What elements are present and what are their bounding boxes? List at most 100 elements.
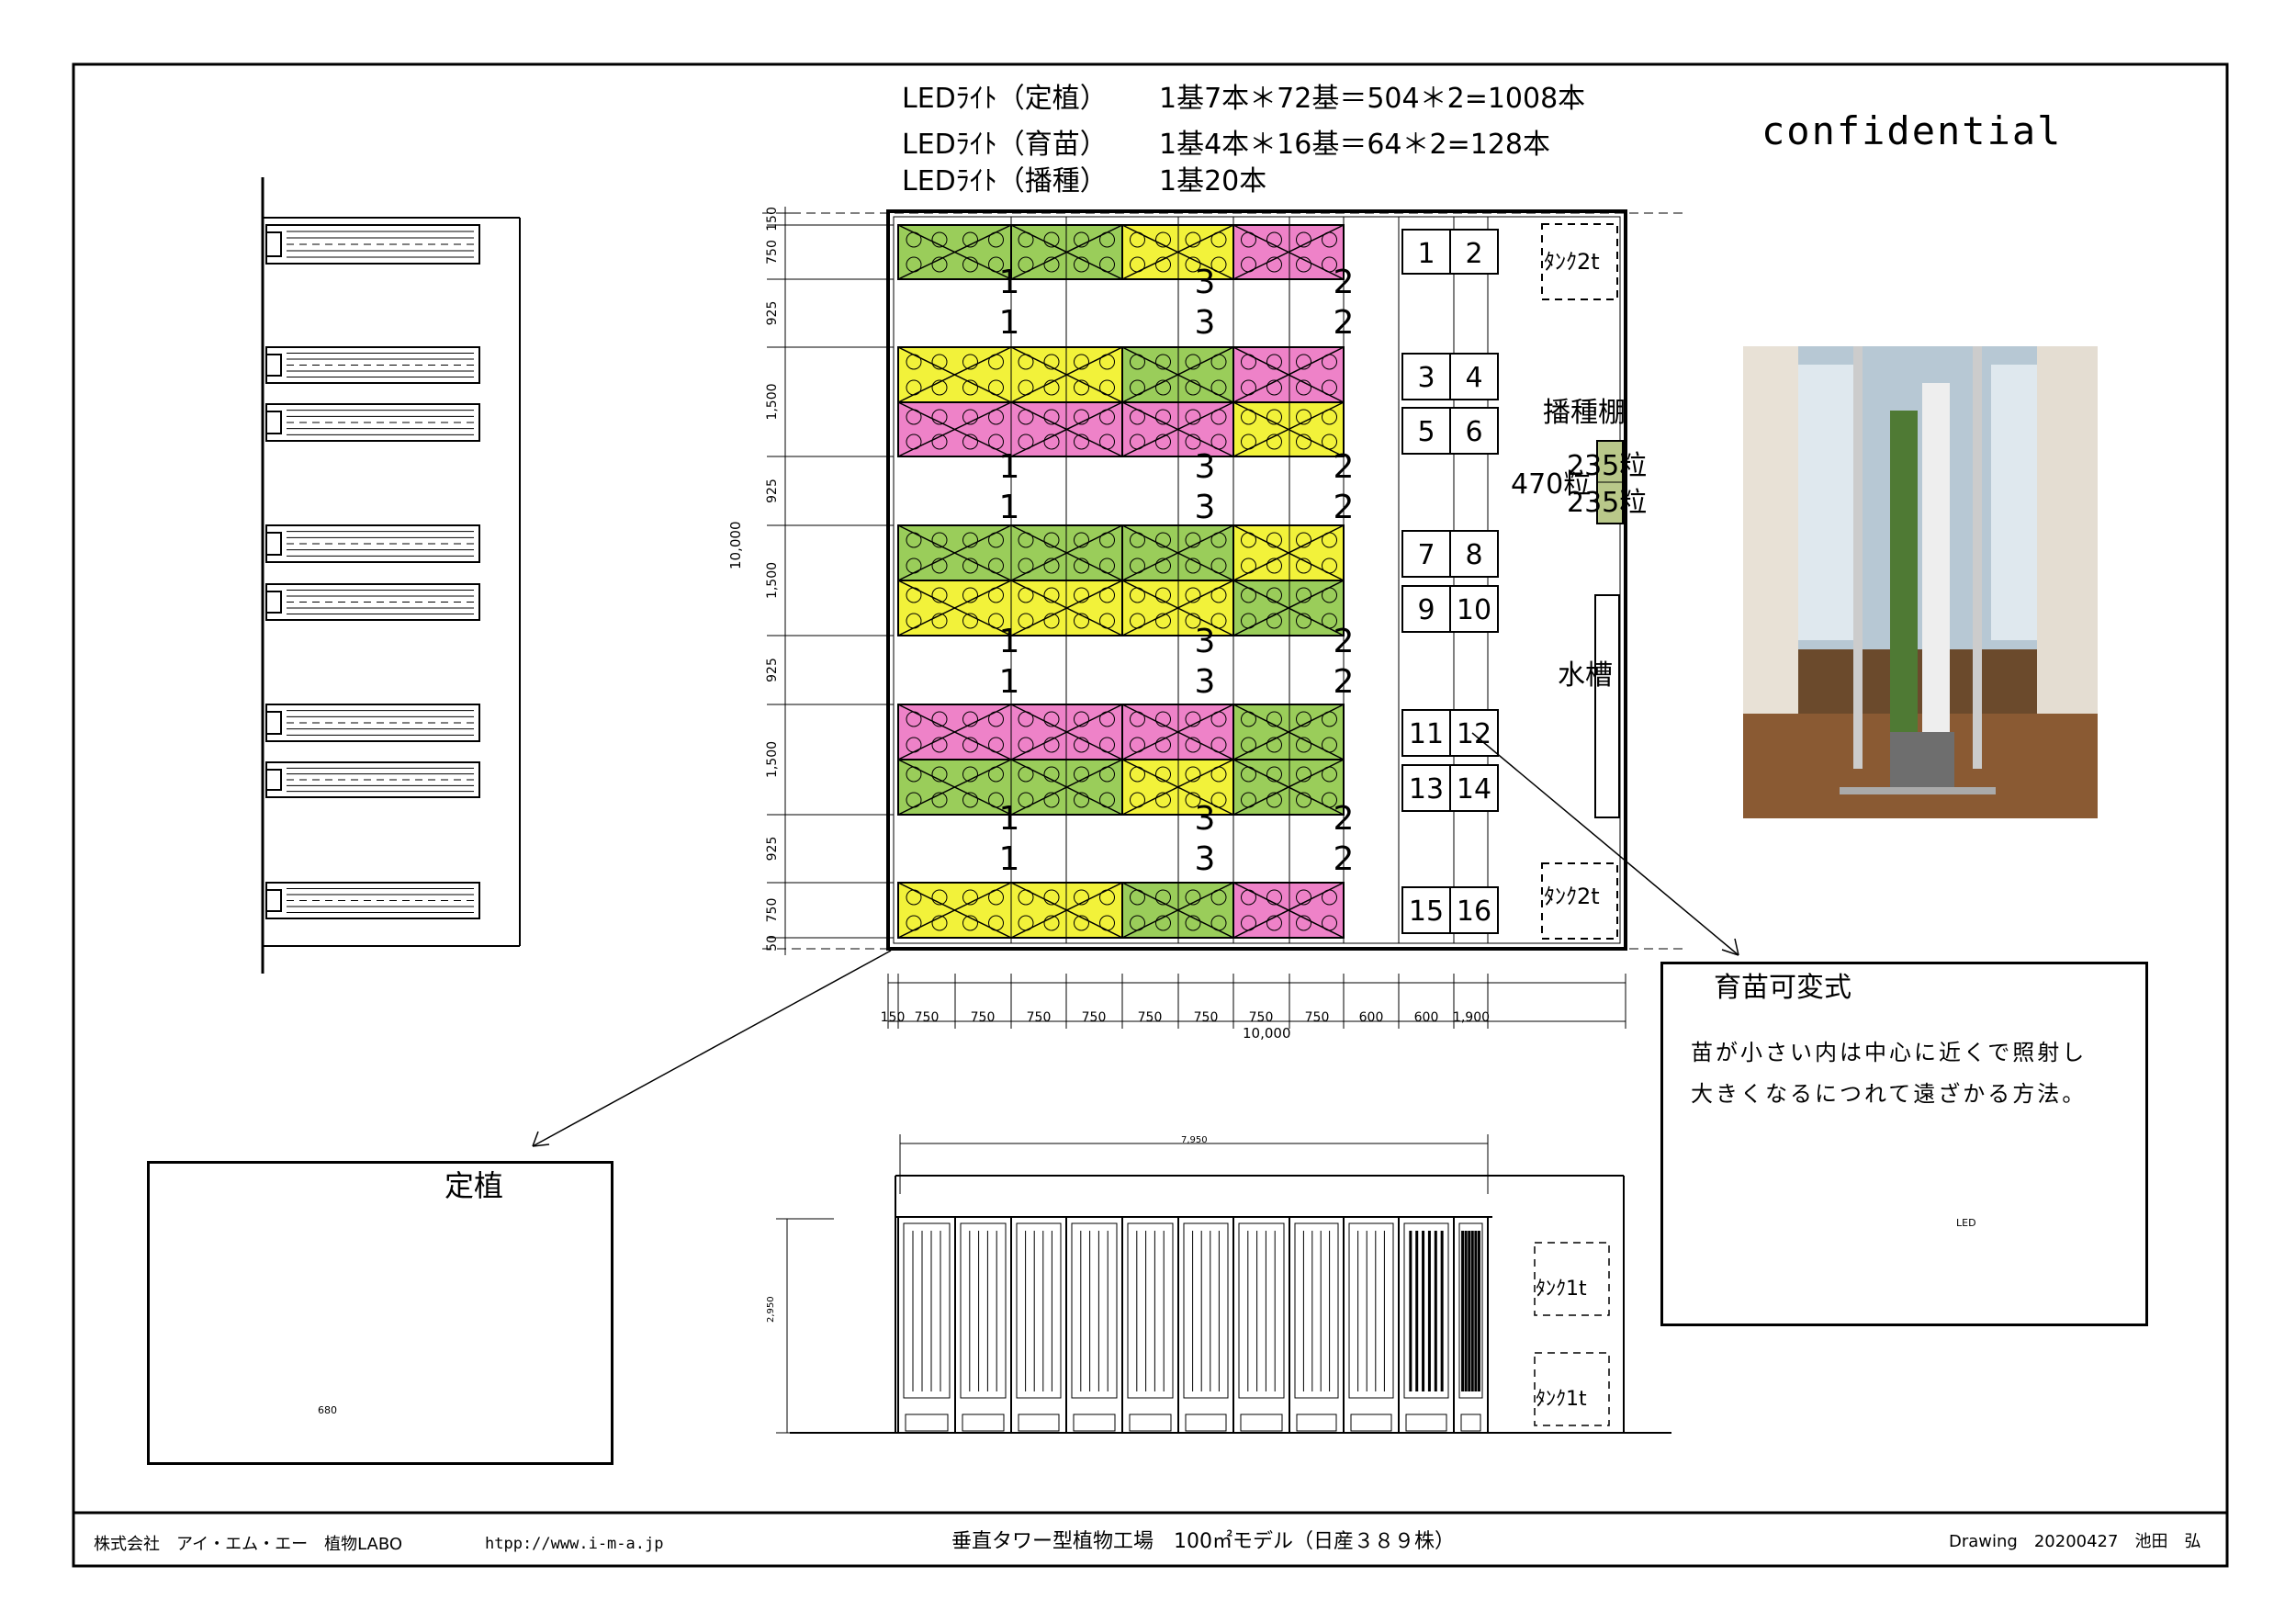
plan-plant-dot bbox=[1155, 379, 1171, 396]
ikubyo-title: 育苗可変式 bbox=[1714, 972, 1851, 1004]
plan-plant-dot bbox=[1130, 737, 1145, 753]
seed-count-235-lower: 235粒 bbox=[1567, 487, 1648, 519]
plan-cross bbox=[897, 224, 1012, 280]
plan-plant-dot bbox=[988, 613, 1004, 629]
plan-plant-dot bbox=[1155, 613, 1171, 629]
plan-cross bbox=[1232, 759, 1345, 816]
side-shelf-end bbox=[265, 769, 282, 791]
unit-number: 14 bbox=[1457, 773, 1491, 805]
plan-plant-dot bbox=[1210, 379, 1227, 396]
aisle-number: 1 bbox=[999, 623, 1020, 660]
plan-plant-dot bbox=[988, 409, 1004, 425]
plan-plant-dot bbox=[1130, 711, 1145, 727]
unit-box bbox=[1401, 407, 1451, 455]
plan-plant-dot bbox=[1074, 889, 1089, 906]
plan-plant-dot bbox=[1185, 379, 1201, 396]
plan-plant-dot bbox=[1241, 354, 1256, 370]
leader-arrow bbox=[532, 1131, 550, 1147]
plan-cross bbox=[897, 882, 1012, 939]
plan-plant-dot bbox=[1074, 915, 1089, 931]
plan-plant-dot bbox=[931, 409, 948, 425]
plan-plant-dot bbox=[962, 766, 978, 783]
plan-plant-dot bbox=[1155, 711, 1171, 727]
plan-plant-dot bbox=[1210, 711, 1227, 727]
leader-teishoku bbox=[532, 950, 892, 1147]
plan-plant-dot bbox=[1322, 379, 1337, 396]
plan-tower-block bbox=[897, 759, 1123, 816]
elev-tower-base bbox=[1018, 1414, 1060, 1432]
unit-number: 11 bbox=[1409, 718, 1444, 750]
plan-plant-dot bbox=[962, 354, 978, 370]
plan-cross bbox=[1232, 882, 1345, 939]
plan-dim-left-label: 925 bbox=[765, 479, 780, 503]
plan-plant-dot bbox=[1266, 379, 1282, 396]
plan-dim-bottom-label: 750 bbox=[915, 1010, 940, 1025]
plan-plant-dot bbox=[1185, 354, 1201, 370]
unit-number: 4 bbox=[1465, 362, 1482, 394]
plan-plant-dot bbox=[1296, 434, 1311, 450]
unit-box bbox=[1449, 353, 1499, 400]
plan-plant-dot bbox=[1018, 558, 1034, 574]
plan-plant-dot bbox=[988, 889, 1004, 906]
side-shelf-end bbox=[265, 532, 282, 556]
plan-plant-dot bbox=[931, 434, 948, 450]
unit-number: 10 bbox=[1457, 594, 1491, 626]
elev-tower-base bbox=[1073, 1414, 1116, 1432]
led-value-ikubyo: 1基4本＊16基＝64＊2=128本 bbox=[1159, 129, 1551, 161]
plan-dim-bottom-label: 750 bbox=[971, 1010, 996, 1025]
plan-plant-dot bbox=[1074, 354, 1089, 370]
plan-dim-left-label: 925 bbox=[765, 301, 780, 326]
plan-plant-dot bbox=[1018, 737, 1034, 753]
plan-plant-dot bbox=[1155, 231, 1171, 248]
plan-plant-dot bbox=[1043, 711, 1060, 727]
aisle-number: 2 bbox=[1334, 489, 1355, 526]
elev-tower-base bbox=[1350, 1414, 1392, 1432]
aisle-number: 1 bbox=[999, 489, 1020, 526]
plan-plant-dot bbox=[1266, 409, 1282, 425]
plan-plant-dot bbox=[988, 915, 1004, 931]
plan-plant-dot bbox=[1130, 792, 1145, 808]
ikubyo-text-1: 苗が小さい内は中心に近くで照射し bbox=[1691, 1040, 2088, 1065]
plan-room-outline bbox=[886, 209, 1627, 951]
side-shelf-end bbox=[265, 231, 282, 257]
plan-plant-dot bbox=[962, 379, 978, 396]
plan-plant-dot bbox=[906, 792, 922, 808]
plan-plant-dot bbox=[1099, 792, 1115, 808]
plan-cross bbox=[1232, 346, 1345, 403]
plan-plant-dot bbox=[1099, 613, 1115, 629]
water-tank-rect bbox=[1594, 594, 1620, 818]
elev-tower-base bbox=[1240, 1414, 1283, 1432]
plan-plant-dot bbox=[1130, 532, 1145, 548]
unit-number: 3 bbox=[1417, 362, 1435, 394]
elev-tower-base bbox=[905, 1414, 949, 1432]
unit-number: 9 bbox=[1417, 594, 1435, 626]
plan-plant-dot bbox=[1266, 889, 1282, 906]
plan-dim-left-label: 150 bbox=[765, 207, 780, 231]
plan-dim-bottom-label: 150 bbox=[881, 1010, 906, 1025]
plan-plant-dot bbox=[1130, 256, 1145, 273]
elev-tower-panel bbox=[1016, 1222, 1062, 1399]
plan-cross bbox=[897, 346, 1012, 403]
plan-plant-dot bbox=[906, 587, 922, 603]
plan-cross bbox=[897, 704, 1012, 760]
plan-plant-dot bbox=[1043, 434, 1060, 450]
plan-plant-dot bbox=[962, 587, 978, 603]
plan-cross bbox=[897, 580, 1012, 636]
plan-plant-dot bbox=[906, 532, 922, 548]
plan-plant-dot bbox=[962, 409, 978, 425]
elev-tower-panel bbox=[903, 1222, 951, 1399]
tank-label-bottom: ﾀﾝｸ2t bbox=[1544, 884, 1600, 909]
plan-plant-dot bbox=[1241, 256, 1256, 273]
plan-plant-dot bbox=[988, 256, 1004, 273]
plan-plant-dot bbox=[1322, 558, 1337, 574]
plan-plant-dot bbox=[962, 613, 978, 629]
plan-plant-dot bbox=[906, 915, 922, 931]
aisle-number: 1 bbox=[999, 800, 1020, 838]
plan-plant-dot bbox=[962, 558, 978, 574]
plan-plant-dot bbox=[1266, 587, 1282, 603]
aisle-number: 2 bbox=[1334, 264, 1355, 301]
plan-plant-dot bbox=[1018, 889, 1034, 906]
elev-tower-panel bbox=[1183, 1222, 1229, 1399]
